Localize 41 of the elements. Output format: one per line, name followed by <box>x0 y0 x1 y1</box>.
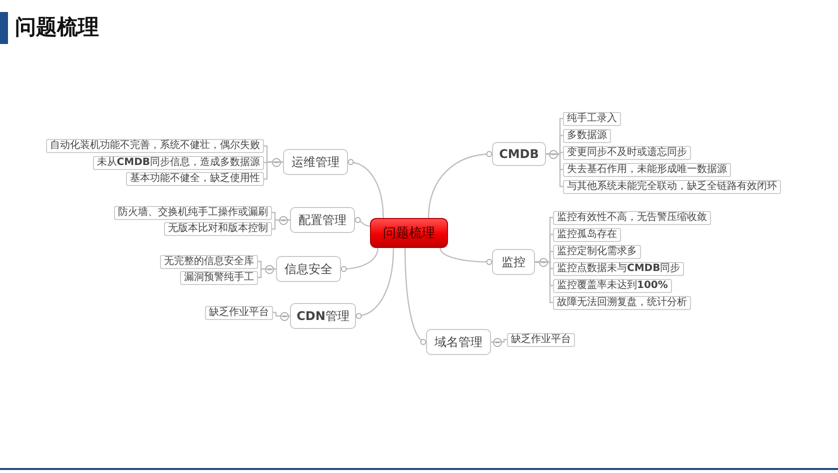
subtopic: 纯手工录入 <box>563 112 621 126</box>
subtopic: 防火墙、交换机纯手工操作或漏刷 <box>114 206 272 220</box>
subtopic: 监控覆盖率未达到100% <box>553 278 672 292</box>
subtopic: 失去基石作用，未能形成唯一数据源 <box>563 162 731 176</box>
connector-line <box>354 217 370 227</box>
subtopic: 未从CMDB同步信息，造成多数据源 <box>92 156 264 170</box>
subtopic: 缺乏作业平台 <box>507 332 575 346</box>
subtopic: 与其他系统未能完全联动，缺乏全链路有效闭环 <box>563 180 781 194</box>
connector-line <box>272 219 290 230</box>
main-topic: 监控 <box>492 249 535 275</box>
connector-line <box>348 159 384 218</box>
connector-line <box>356 248 394 319</box>
main-topic: 域名管理 <box>426 329 491 355</box>
subtopic: 监控点数据未与CMDB同步 <box>553 262 684 276</box>
connector-line <box>404 248 426 344</box>
connector-line <box>491 338 507 343</box>
subtopic: 漏洞预警纯手工 <box>180 270 258 284</box>
subtopic: 基本功能不健全，缺乏使用性 <box>126 172 264 186</box>
connector-line <box>264 161 283 180</box>
subtopic: 自动化装机功能不完善，系统不健壮，偶尔失败 <box>46 139 264 153</box>
subtopic: 故障无法回溯复盘，统计分析 <box>553 296 691 310</box>
connector-line <box>428 151 492 218</box>
page-title: 问题梳理 <box>15 14 99 41</box>
connector-line <box>440 248 492 265</box>
subtopic: 无版本比对和版本控制 <box>164 222 272 236</box>
main-topic: CDN管理 <box>290 303 356 329</box>
connector-line <box>273 312 290 317</box>
main-topic: 信息安全 <box>276 256 341 282</box>
main-topic: 运维管理 <box>283 149 348 175</box>
main-topic: 配置管理 <box>290 207 355 233</box>
main-topic: CMDB <box>492 142 546 166</box>
subtopic: 监控定制化需求多 <box>553 244 641 258</box>
central-topic: 问题梳理 <box>370 218 448 248</box>
subtopic: 变更同步不及时或遗忘同步 <box>563 146 691 160</box>
subtopic: 多数据源 <box>563 128 611 142</box>
connector-line <box>340 248 378 272</box>
subtopic: 监控孤岛存在 <box>553 228 621 242</box>
connector-line <box>258 268 276 278</box>
subtopic: 缺乏作业平台 <box>205 306 273 320</box>
subtopic: 监控有效性不高，无告警压缩收敛 <box>553 210 711 224</box>
subtopic: 无完整的信息安全库 <box>160 254 258 268</box>
